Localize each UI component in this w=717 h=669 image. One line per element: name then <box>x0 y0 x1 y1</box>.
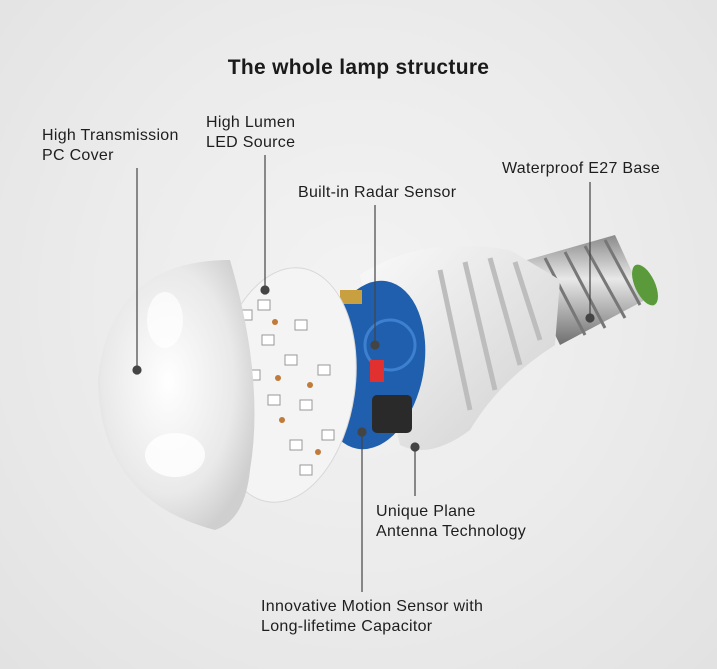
label-line: Long-lifetime Capacitor <box>261 618 433 635</box>
green-tip <box>632 264 658 306</box>
label-line: Unique Plane <box>376 503 476 520</box>
label-led-source: High Lumen LED Source <box>206 113 295 153</box>
label-pc-cover: High Transmission PC Cover <box>42 126 179 166</box>
label-line: High Lumen <box>206 114 296 131</box>
label-radar-sensor: Built-in Radar Sensor <box>298 184 457 201</box>
label-line: Antenna Technology <box>376 523 527 540</box>
label-motion-sensor: Innovative Motion Sensor with Long-lifet… <box>261 597 483 637</box>
page-title: The whole lamp structure <box>227 56 490 79</box>
label-e27-base: Waterproof E27 Base <box>502 160 661 177</box>
leader-lines <box>132 155 595 592</box>
label-antenna: Unique Plane Antenna Technology <box>376 502 526 542</box>
label-line: PC Cover <box>42 147 114 164</box>
label-line: Innovative Motion Sensor with <box>261 598 484 615</box>
label-line: LED Source <box>206 134 296 151</box>
label-line: High Transmission <box>42 127 179 144</box>
